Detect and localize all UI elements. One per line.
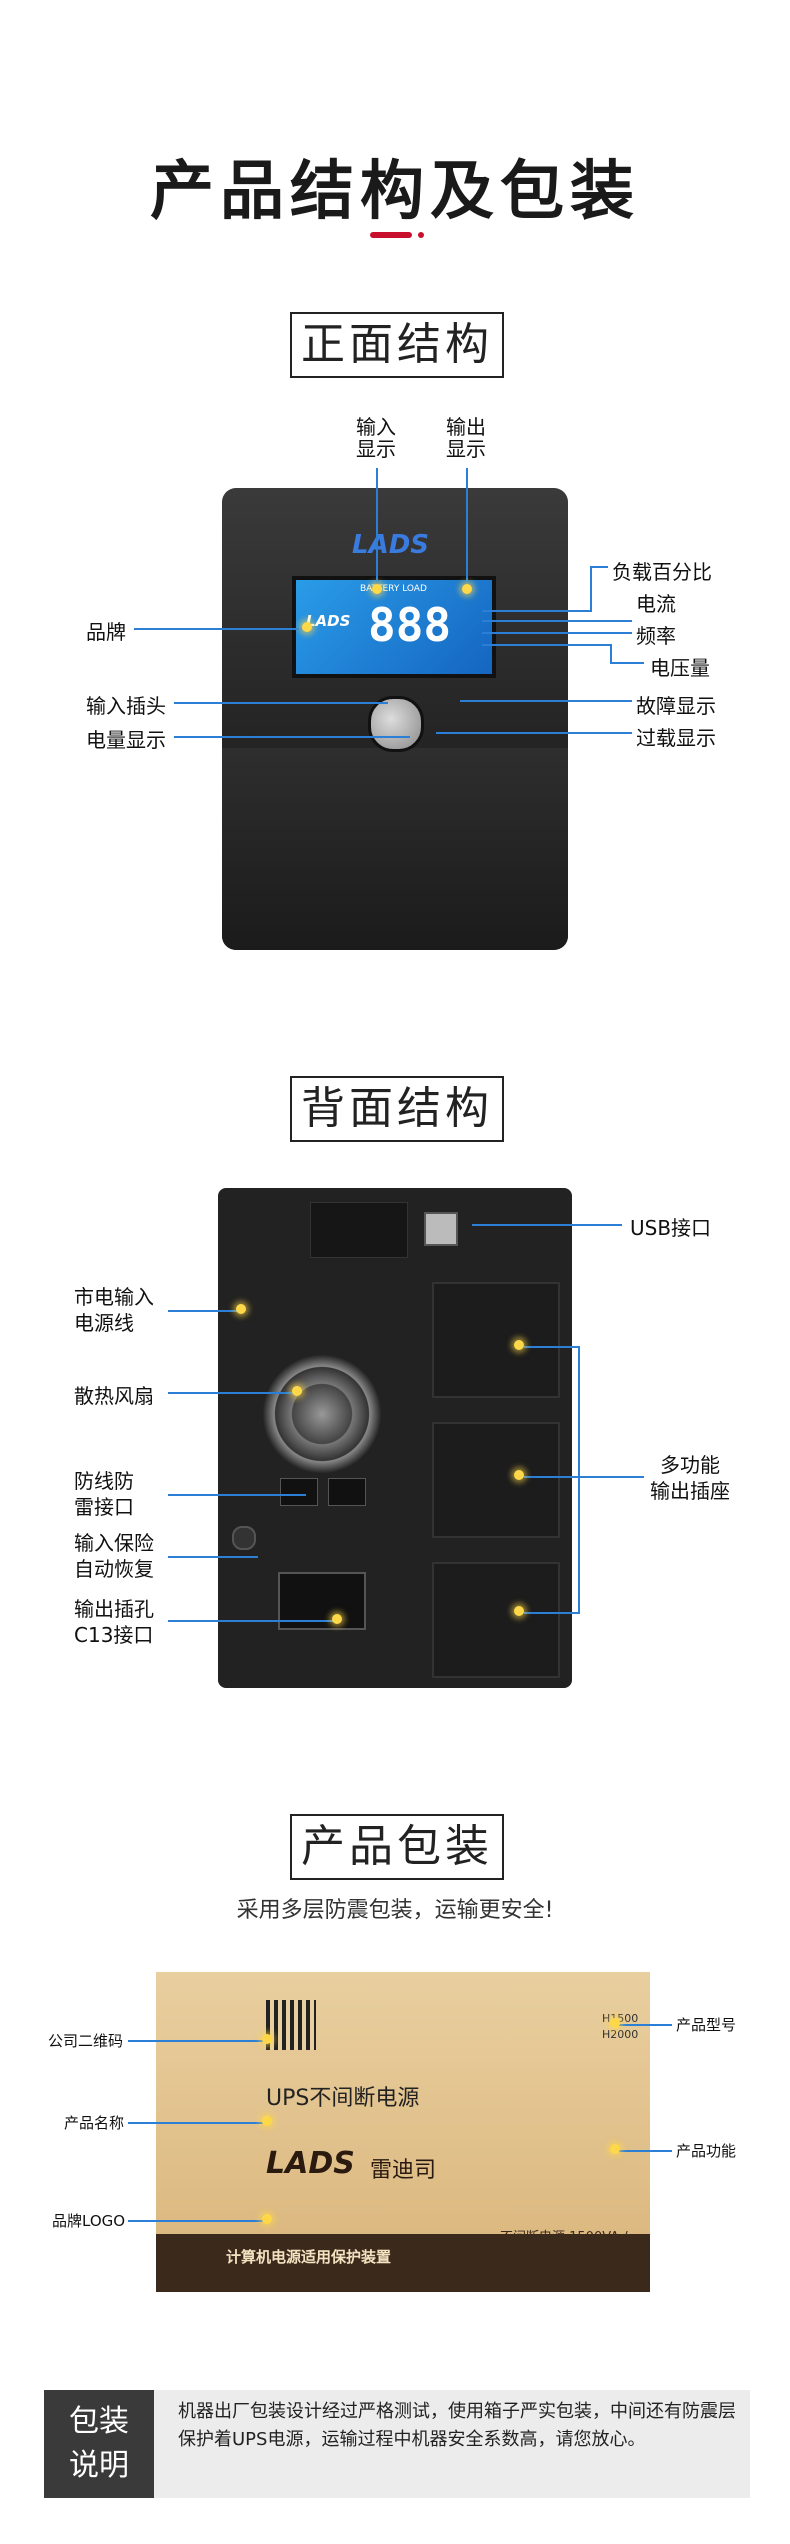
label-output-display: 输出 显示	[446, 415, 486, 461]
label-frequency: 频率	[636, 624, 676, 648]
front-heading: 正面结构	[290, 312, 504, 378]
label-input-plug: 输入插头	[86, 694, 166, 718]
lcd-battery-load: BATTERY LOAD	[360, 584, 427, 594]
label-surge: 防线防 雷接口	[74, 1469, 134, 1519]
lcd-logo: LADS	[306, 612, 351, 630]
label-brand-logo: 品牌LOGO	[52, 2212, 126, 2230]
label-product-name: 产品名称	[64, 2114, 125, 2132]
front-logo: LADS	[352, 530, 429, 560]
label-fault: 故障显示	[636, 694, 716, 718]
qr-code	[266, 2000, 316, 2050]
title-underline	[370, 232, 412, 238]
label-current: 电流	[636, 592, 676, 616]
caption-side-label: 包装 说明	[44, 2390, 154, 2498]
page-title: 产品结构及包装	[150, 155, 640, 229]
fuse-reset[interactable]	[232, 1526, 256, 1550]
box-brand-logo: LADS	[266, 2146, 355, 2181]
cooling-fan	[262, 1354, 382, 1474]
lcd-panel: BATTERY LOAD LADS 888	[292, 576, 496, 678]
usb-port[interactable]	[424, 1212, 458, 1246]
power-button[interactable]	[368, 696, 424, 752]
package-subtitle: 采用多层防震包装，运输更安全!	[236, 1898, 554, 1923]
output-outlet-1[interactable]	[432, 1282, 560, 1398]
label-qr: 公司二维码	[48, 2032, 124, 2050]
caption-text: 机器出厂包装设计经过严格测试，使用箱子严实包装，中间还有防震层保护着UPS电源，…	[178, 2401, 736, 2450]
box-brand-cn: 雷迪司	[370, 2158, 437, 2183]
label-brand: 品牌	[86, 620, 126, 644]
label-battery-display: 电量显示	[86, 728, 166, 752]
label-usb: USB接口	[630, 1216, 712, 1240]
label-fan: 散热风扇	[74, 1384, 154, 1408]
label-input-display: 输入 显示	[356, 415, 396, 461]
ups-front-body: LADS BATTERY LOAD LADS 888	[222, 488, 568, 950]
package-heading: 产品包装	[290, 1814, 504, 1880]
box-spec: 不间断电源 1500VA / 2000VA	[500, 2230, 628, 2260]
title-dot	[418, 232, 424, 238]
label-overload: 过载显示	[636, 726, 716, 750]
output-outlet-3[interactable]	[432, 1562, 560, 1678]
label-load-percent: 负载百分比	[612, 560, 712, 584]
label-mains-input: 市电输入 电源线	[74, 1285, 154, 1335]
box-product-name: UPS不间断电源	[266, 2086, 420, 2111]
back-heading: 背面结构	[290, 1076, 504, 1142]
package-box: UPS不间断电源 LADS 雷迪司 H1500 H2000 计算机电源适用保护装…	[156, 1972, 650, 2292]
box-bottom-text: 计算机电源适用保护装置	[226, 2248, 392, 2266]
label-function: 产品功能	[676, 2142, 737, 2160]
caption-panel	[44, 2390, 750, 2498]
lcd-digits: 888	[368, 598, 452, 652]
label-model: 产品型号	[676, 2016, 737, 2034]
label-outlets: 多功能 输出插座	[650, 1453, 730, 1503]
label-fuse: 输入保险 自动恢复	[74, 1531, 154, 1581]
box-model-2: H2000	[602, 2028, 639, 2041]
label-c13: 输出插孔 C13接口	[74, 1597, 154, 1647]
output-outlet-2[interactable]	[432, 1422, 560, 1538]
label-voltage: 电压量	[650, 656, 710, 680]
